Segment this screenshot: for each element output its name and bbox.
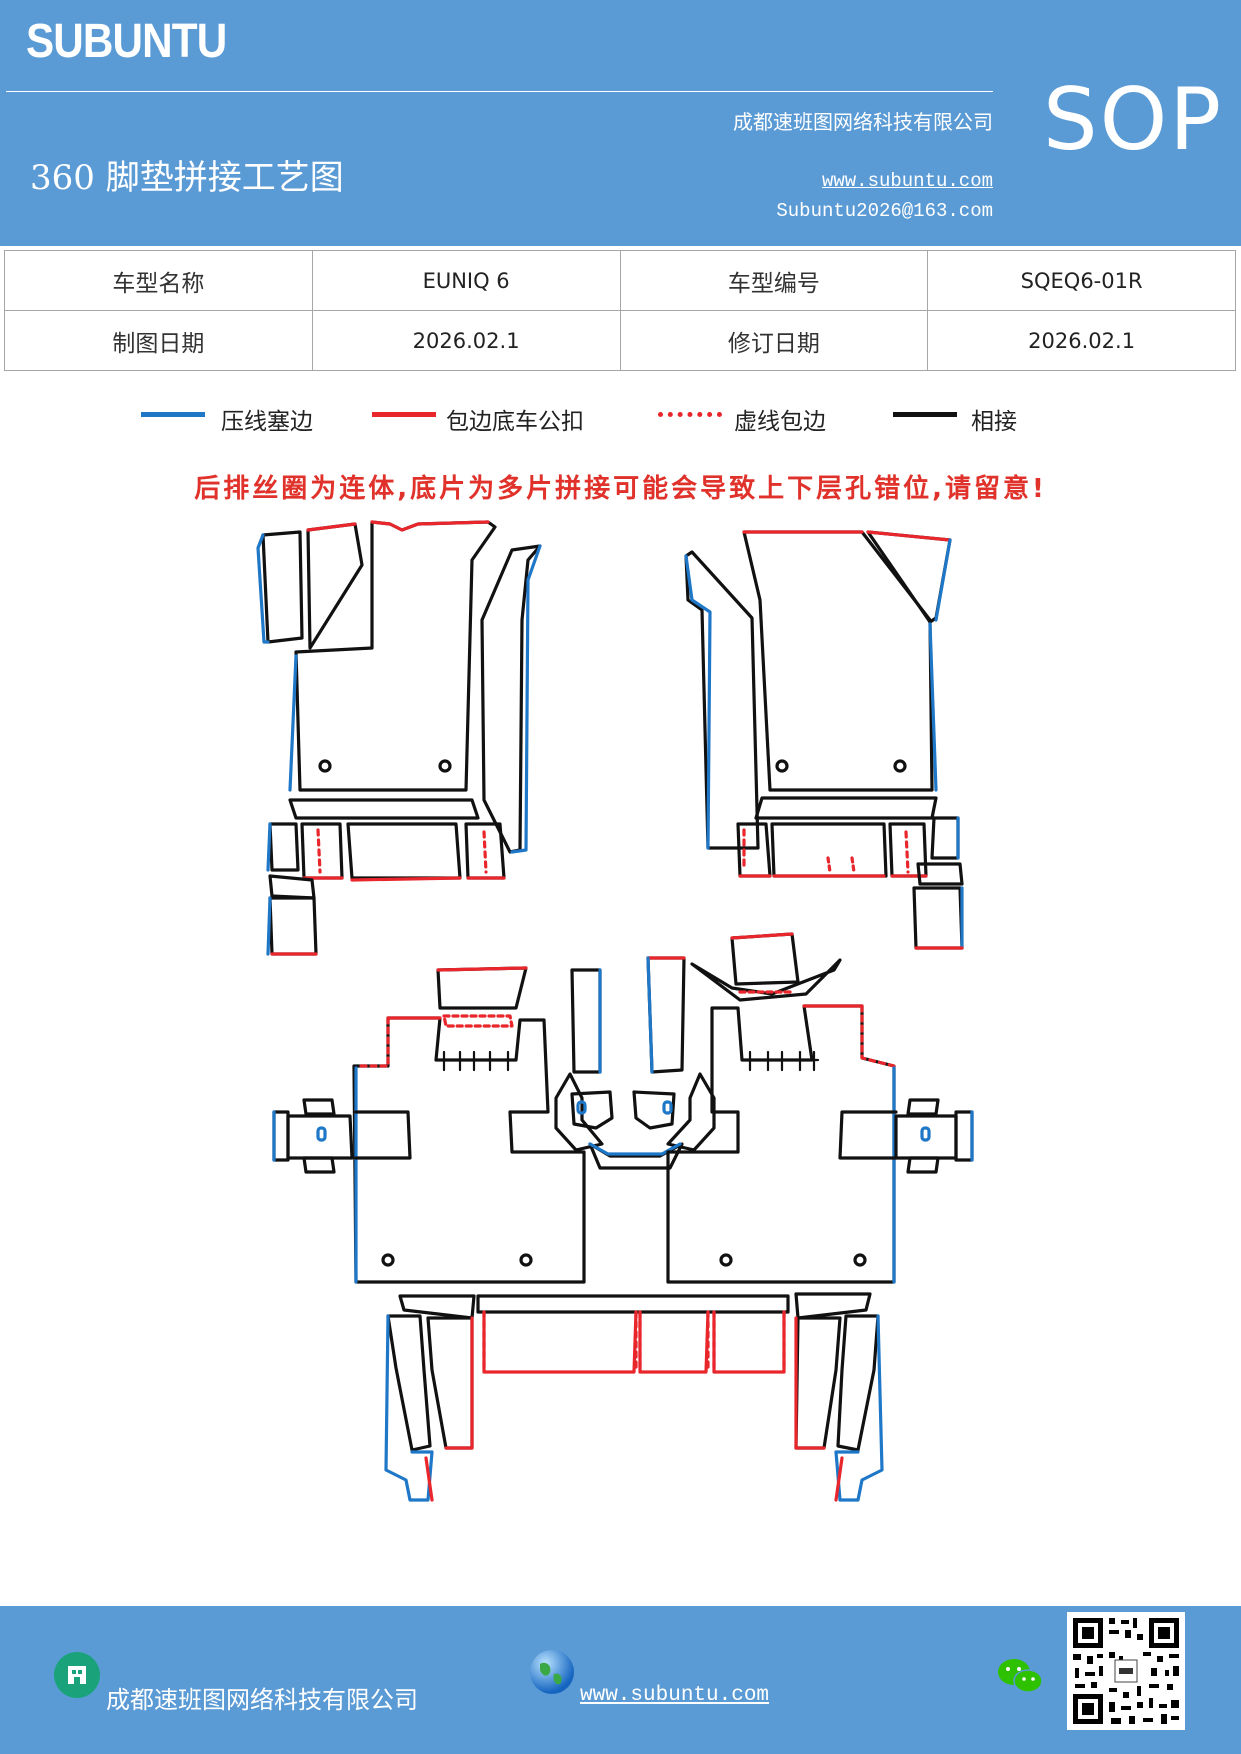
rear-left-mat <box>272 966 586 1284</box>
drawing-date-label: 制图日期 <box>4 310 313 371</box>
legend-label: 压线塞边 <box>221 409 313 435</box>
model-name-label: 车型名称 <box>4 250 313 311</box>
legend-swatch <box>141 412 205 417</box>
header-email: Subuntu2026@163.com <box>776 200 993 222</box>
brand-logo: SUBUNTU <box>26 15 227 68</box>
front-right-mat <box>684 530 964 950</box>
footer-website-link[interactable]: www.subuntu.com <box>580 1684 770 1707</box>
revision-date-value: 2026.02.1 <box>927 310 1236 371</box>
building-icon <box>54 1652 100 1698</box>
legend-swatch <box>372 412 436 417</box>
footer-company: 成都速班图网络科技有限公司 <box>106 1686 418 1714</box>
info-table: 车型名称 EUNIQ 6 车型编号 SQEQ6-01R 制图日期 2026.02… <box>4 250 1236 371</box>
legend-label: 包边底车公扣 <box>446 409 584 435</box>
footer-banner: 成都速班图网络科技有限公司 www.subuntu.com <box>0 1606 1241 1754</box>
sop-badge: SOP <box>1043 70 1224 170</box>
revision-date-label: 修订日期 <box>619 310 929 371</box>
legend-swatch <box>893 412 957 417</box>
qr-code <box>1067 1612 1185 1730</box>
rear-center-hump <box>554 956 716 1170</box>
legend-label: 虚线包边 <box>734 409 826 435</box>
drawing-date-value: 2026.02.1 <box>311 310 621 371</box>
table-row: 车型名称 EUNIQ 6 车型编号 SQEQ6-01R <box>4 250 1236 311</box>
warning-note: 后排丝圈为连体,底片为多片拼接可能会导致上下层孔错位,请留意! <box>194 474 1047 504</box>
header-website-link[interactable]: www.subuntu.com <box>821 170 993 192</box>
legend-label: 相接 <box>971 409 1017 435</box>
header-divider <box>6 91 993 92</box>
header-company: 成都速班图网络科技有限公司 <box>733 110 993 134</box>
header-banner: SUBUNTU 成都速班图网络科技有限公司 360 脚垫拼接工艺图 www.su… <box>0 0 1241 246</box>
globe-icon <box>530 1650 574 1694</box>
front-left-mat <box>256 520 542 956</box>
rear-right-mat <box>666 932 974 1284</box>
model-code-value: SQEQ6-01R <box>927 250 1236 311</box>
rear-bottom-strip <box>384 1292 884 1502</box>
wechat-icon[interactable] <box>996 1656 1044 1696</box>
document-title: 360 脚垫拼接工艺图 <box>30 158 344 198</box>
line-legend: 压线塞边 包边底车公扣 虚线包边 相接 <box>0 398 1241 438</box>
legend-swatch <box>658 412 722 417</box>
table-row: 制图日期 2026.02.1 修订日期 2026.02.1 <box>4 310 1236 371</box>
model-code-label: 车型编号 <box>619 250 929 311</box>
model-name-value: EUNIQ 6 <box>311 250 621 311</box>
